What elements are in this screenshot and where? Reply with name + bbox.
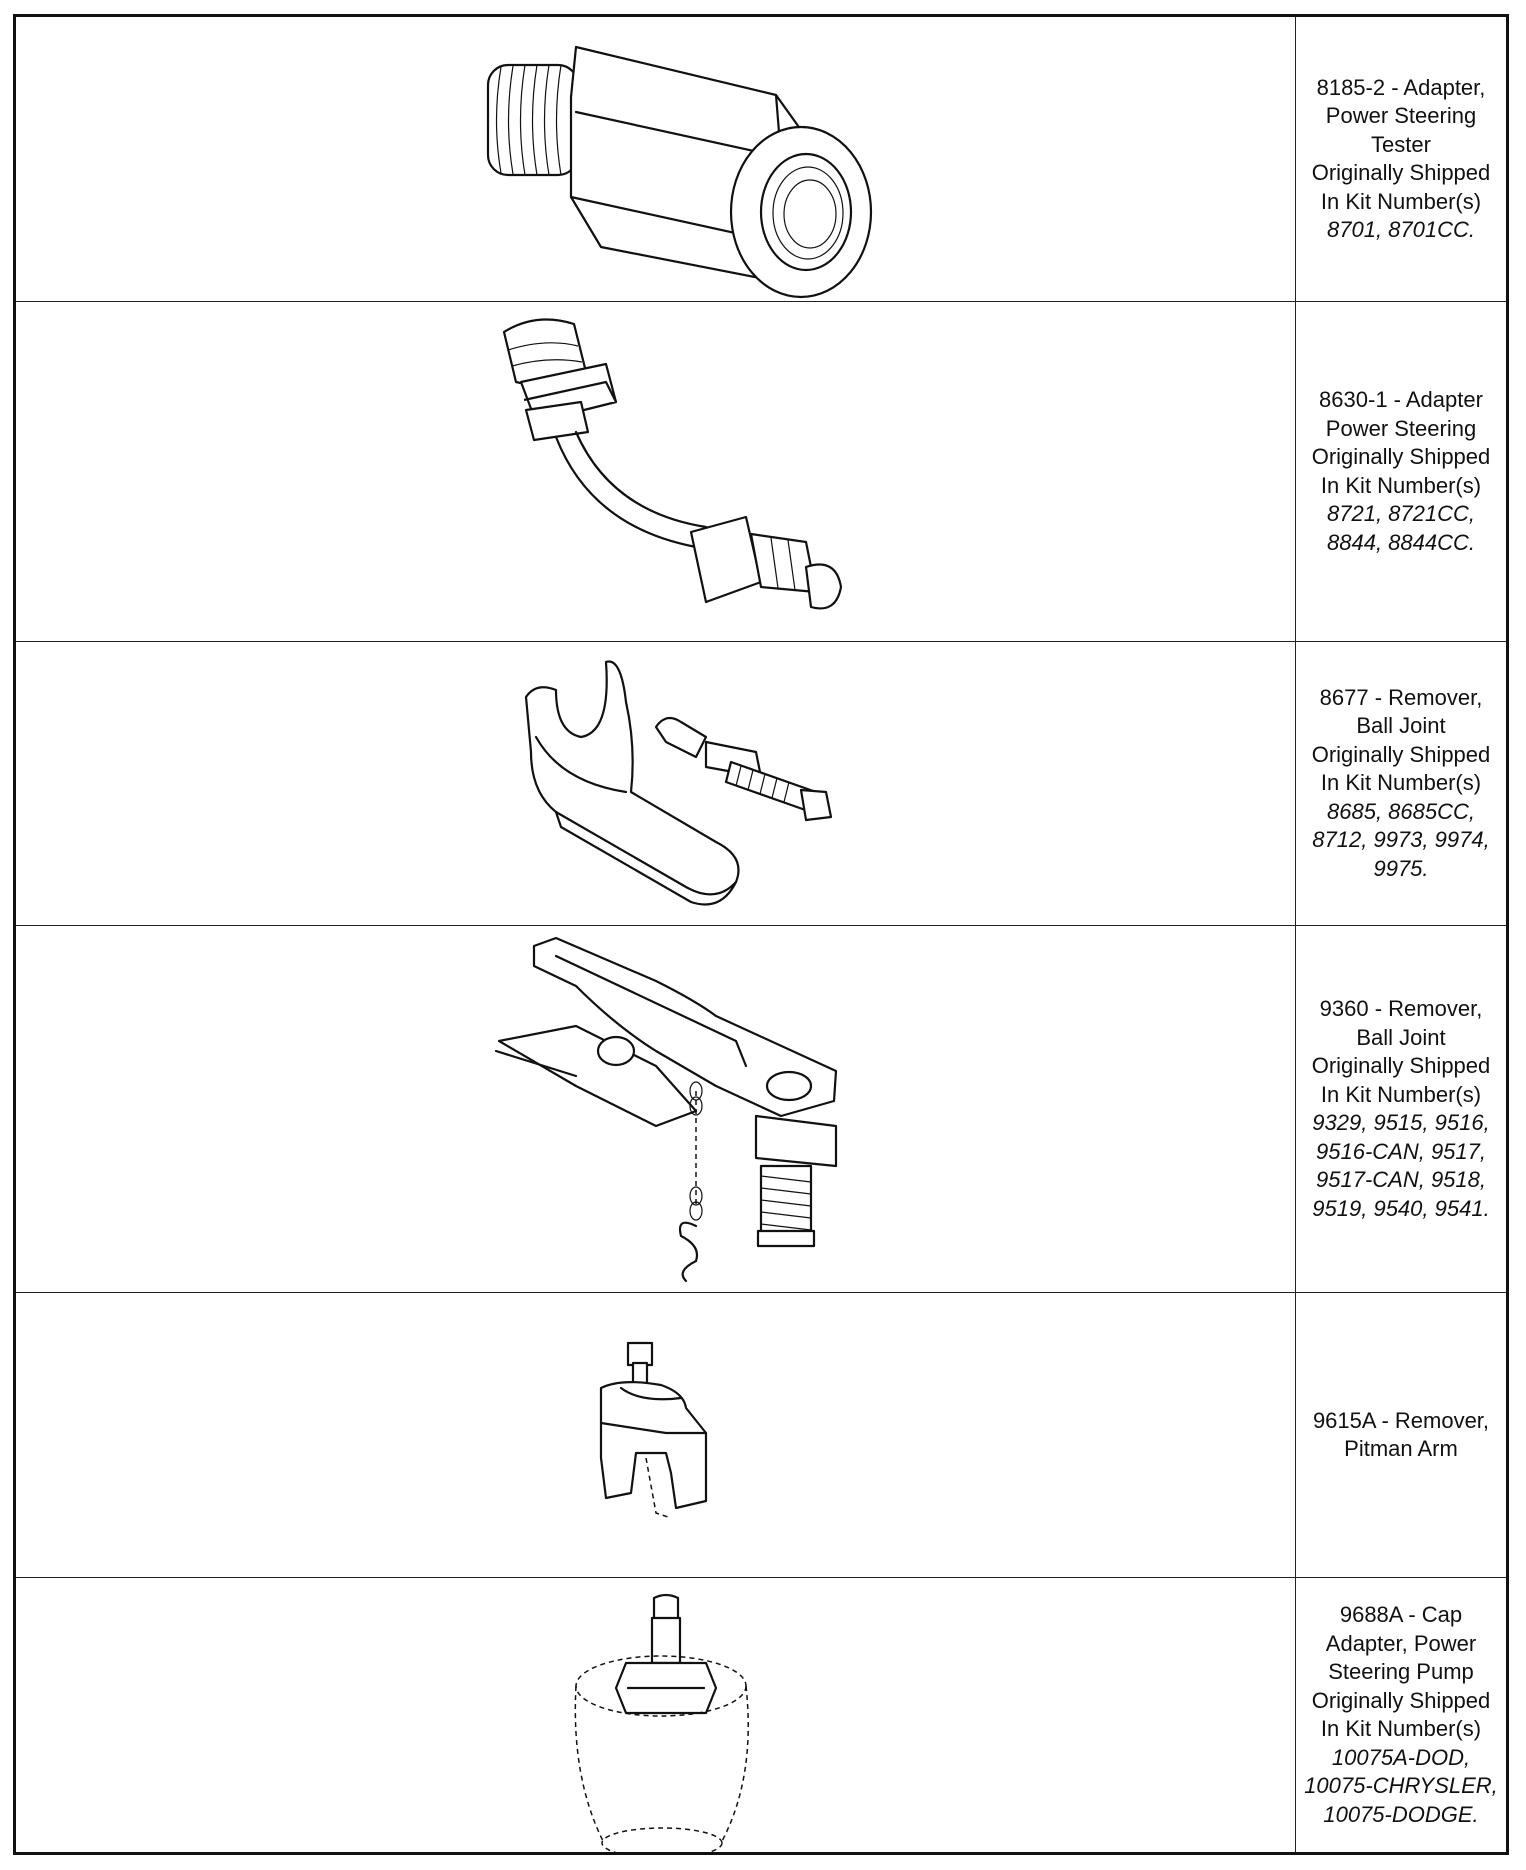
- kit-numbers: 8721, 8721CC, 8844, 8844CC.: [1327, 501, 1475, 555]
- ball-joint-fork-drawing: [494, 936, 838, 1283]
- shipped-in-label: Originally Shipped In Kit Number(s): [1311, 741, 1491, 796]
- kit-numbers: 8685, 8685CC, 8712, 9973, 9974, 9975.: [1312, 798, 1490, 881]
- shipped-in-label: Originally Shipped In Kit Number(s): [1311, 444, 1491, 498]
- tool-title: 9360 - Remover, Ball Joint: [1319, 996, 1483, 1050]
- tool-description: 8677 - Remover, Ball Joint Originally Sh…: [1296, 642, 1506, 925]
- tool-description: 8185-2 - Adapter, Power Steering Tester …: [1296, 17, 1506, 301]
- tool-description: 9688A - Cap Adapter, Power Steering Pump…: [1296, 1578, 1506, 1852]
- tool-illustration: [16, 17, 1296, 301]
- tool-illustration: [16, 1293, 1296, 1577]
- tool-description: 9615A - Remover, Pitman Arm: [1296, 1293, 1506, 1577]
- tool-title: 8185-2 - Adapter, Power Steering Tester: [1316, 74, 1486, 157]
- tool-title: 8630-1 - Adapter Power Steering: [1319, 387, 1483, 441]
- tool-row: 8185-2 - Adapter, Power Steering Tester …: [16, 17, 1506, 302]
- tool-title: 9615A - Remover, Pitman Arm: [1312, 1407, 1490, 1462]
- tool-title: 8677 - Remover, Ball Joint: [1319, 684, 1483, 739]
- tool-description: 9360 - Remover, Ball Joint Originally Sh…: [1296, 926, 1506, 1292]
- cap-adapter-drawing: [574, 1593, 749, 1852]
- adapter-hose-drawing: [502, 318, 843, 610]
- tool-description: 8630-1 - Adapter Power Steering Original…: [1296, 302, 1506, 641]
- tool-illustration: [16, 642, 1296, 925]
- shipped-in-label: Originally Shipped In Kit Number(s): [1311, 1053, 1491, 1107]
- tool-illustration: [16, 1578, 1296, 1852]
- ball-joint-clamp-drawing: [524, 660, 833, 906]
- pitman-arm-remover-drawing: [599, 1341, 708, 1519]
- tool-row: 8630-1 - Adapter Power Steering Original…: [16, 302, 1506, 642]
- tool-row: 9615A - Remover, Pitman Arm: [16, 1293, 1506, 1578]
- shipped-in-label: Originally Shipped In Kit Number(s): [1311, 1687, 1491, 1742]
- tool-list-table: 8185-2 - Adapter, Power Steering Tester …: [13, 14, 1509, 1855]
- tool-title: 9688A - Cap Adapter, Power Steering Pump: [1325, 1602, 1477, 1684]
- kit-numbers: 9329, 9515, 9516, 9516-CAN, 9517, 9517-C…: [1312, 1110, 1490, 1221]
- kit-numbers: 8701, 8701CC.: [1327, 217, 1475, 242]
- tool-illustration: [16, 302, 1296, 641]
- tool-row: 8677 - Remover, Ball Joint Originally Sh…: [16, 642, 1506, 926]
- tester-adapter-drawing: [486, 45, 873, 299]
- kit-numbers: 10075A-DOD, 10075-CHRYSLER, 10075-DODGE.: [1304, 1744, 1498, 1827]
- tool-illustration: [16, 926, 1296, 1292]
- tool-row: 9688A - Cap Adapter, Power Steering Pump…: [16, 1578, 1506, 1852]
- shipped-in-label: Originally Shipped In Kit Number(s): [1311, 160, 1491, 214]
- tool-row: 9360 - Remover, Ball Joint Originally Sh…: [16, 926, 1506, 1293]
